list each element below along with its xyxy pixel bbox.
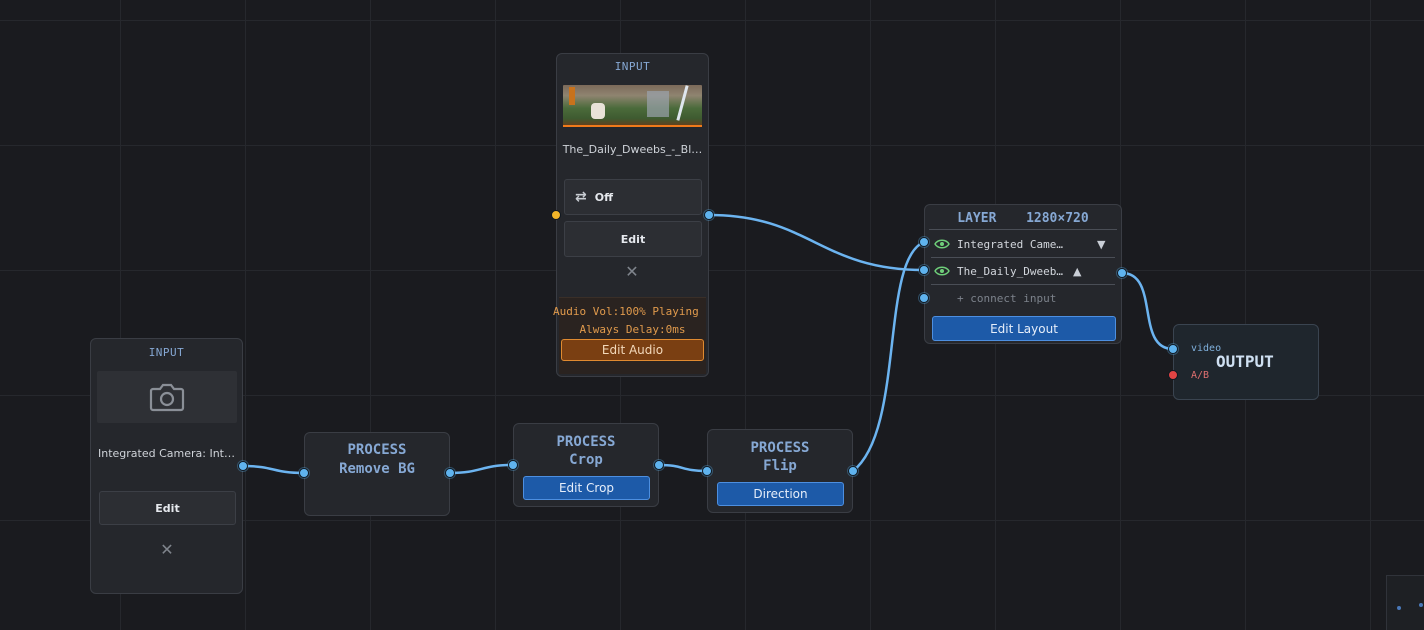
audio-panel: Audio Vol:100% Playing Always Delay:0ms …	[553, 297, 706, 374]
layer-node[interactable]: LAYER 1280×720 Integrated Came… ▼ The_Da…	[924, 204, 1122, 344]
crop-input-port[interactable]	[508, 460, 518, 470]
camera-icon	[149, 383, 185, 412]
layer-kind-label: LAYER	[957, 211, 997, 226]
loop-label: Off	[594, 190, 613, 204]
layer-output-port[interactable]	[1117, 268, 1127, 278]
loop-toggle-button[interactable]: ⇄ Off	[564, 179, 702, 215]
wire-flip-to-layer	[851, 240, 926, 473]
wire-layer-to-output	[1120, 271, 1175, 351]
edit-audio-button[interactable]: Edit Audio	[561, 339, 704, 361]
camera-preview	[97, 371, 237, 423]
process-kind-label: PROCESS	[347, 442, 407, 458]
video-input-port[interactable]	[551, 210, 561, 220]
output-node[interactable]: video A/B OUTPUT	[1173, 324, 1319, 400]
flip-input-port[interactable]	[702, 466, 712, 476]
layer-input-port-2[interactable]	[919, 265, 929, 275]
process-kind-label: PROCESS	[556, 434, 616, 450]
minimap-node-dot	[1397, 606, 1401, 610]
video-port-label: video	[1191, 343, 1222, 354]
video-thumbnail	[563, 85, 702, 127]
camera-input-node[interactable]: INPUT Integrated Camera: Int… Edit ✕	[90, 338, 243, 594]
node-header: INPUT	[148, 346, 185, 359]
layer-input-port-1[interactable]	[919, 237, 929, 247]
layer-source-name: The_Daily_Dweeb…	[957, 264, 1063, 278]
move-up-icon[interactable]: ▲	[1073, 264, 1082, 278]
camera-device-name: Integrated Camera: Int…	[97, 447, 235, 460]
connect-input-hint: + connect input	[957, 292, 1057, 305]
process-flip-node[interactable]: PROCESS Flip Direction	[707, 429, 853, 513]
layer-resolution: 1280×720	[1026, 211, 1089, 226]
output-video-port[interactable]	[1168, 344, 1178, 354]
layer-input-port-3[interactable]	[919, 293, 929, 303]
audio-delay-line: Always Delay:0ms	[579, 323, 686, 336]
video-file-name: The_Daily_Dweebs_-_Bl…	[562, 143, 703, 156]
video-input-node[interactable]: INPUT The_Daily_Dweebs_-_Bl… ⇄ Off Edit …	[553, 53, 709, 377]
eye-icon[interactable]	[934, 238, 950, 250]
wire-removebg-to-crop	[448, 463, 515, 475]
output-ab-port[interactable]	[1168, 370, 1178, 380]
edit-layout-button[interactable]: Edit Layout	[932, 316, 1116, 341]
process-crop-node[interactable]: PROCESS Crop Edit Crop	[513, 423, 659, 507]
layer-row[interactable]: Integrated Came… ▼	[931, 231, 1115, 258]
wire-video-to-layer	[707, 213, 926, 272]
process-name-label: Crop	[569, 452, 603, 468]
layer-source-name: Integrated Came…	[957, 237, 1063, 251]
edit-crop-button[interactable]: Edit Crop	[523, 476, 650, 500]
node-header: INPUT	[614, 60, 651, 73]
camera-edit-button[interactable]: Edit	[99, 491, 236, 525]
process-remove-bg-node[interactable]: PROCESS Remove BG	[304, 432, 450, 516]
audio-status-line: Audio Vol:100% Playing	[553, 305, 699, 318]
loop-icon: ⇄	[575, 189, 587, 205]
ab-port-label: A/B	[1191, 370, 1210, 381]
minimap-node-dot	[1419, 603, 1423, 607]
process-name-label: Remove BG	[339, 461, 415, 477]
eye-icon[interactable]	[934, 265, 950, 277]
wire-camera-to-removebg	[241, 464, 306, 475]
remove-bg-input-port[interactable]	[299, 468, 309, 478]
flip-output-port[interactable]	[848, 466, 858, 476]
camera-remove-button[interactable]: ✕	[160, 540, 174, 559]
crop-output-port[interactable]	[654, 460, 664, 470]
layer-header: LAYER 1280×720	[925, 210, 1121, 228]
process-name-label: Flip	[763, 458, 797, 474]
camera-output-port[interactable]	[238, 461, 248, 471]
process-kind-label: PROCESS	[750, 440, 810, 456]
direction-button[interactable]: Direction	[717, 482, 844, 506]
video-edit-button[interactable]: Edit	[564, 221, 702, 257]
video-remove-button[interactable]: ✕	[625, 262, 639, 281]
move-down-icon[interactable]: ▼	[1097, 237, 1106, 251]
layer-row[interactable]: The_Daily_Dweeb… ▲	[931, 258, 1115, 285]
video-output-port[interactable]	[704, 210, 714, 220]
wire-crop-to-flip	[657, 463, 709, 473]
minimap[interactable]	[1386, 575, 1424, 630]
remove-bg-output-port[interactable]	[445, 468, 455, 478]
output-title: OUTPUT	[1216, 352, 1274, 371]
